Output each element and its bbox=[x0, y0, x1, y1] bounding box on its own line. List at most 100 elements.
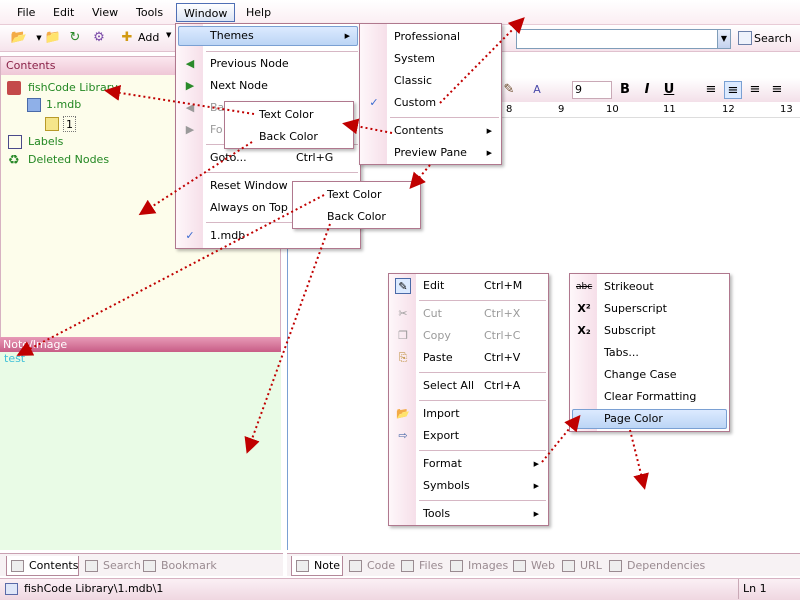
menu-item-change-case[interactable]: Change Case bbox=[604, 368, 677, 381]
menu-item-export[interactable]: ⇨Export bbox=[391, 426, 546, 446]
align-right-icon[interactable]: ≡ bbox=[771, 82, 783, 97]
tab-images[interactable]: Images bbox=[446, 556, 508, 576]
menu-item-tools[interactable]: Tools▶ bbox=[423, 507, 539, 520]
add-dropdown-icon[interactable]: ▼ bbox=[166, 31, 172, 39]
menu-item-1mdb[interactable]: ✓1.mdb bbox=[178, 226, 358, 246]
italic-icon[interactable]: I bbox=[644, 82, 650, 97]
tab-files[interactable]: Files bbox=[397, 556, 443, 576]
tab-contents[interactable]: Contents bbox=[6, 556, 79, 576]
labels-icon bbox=[8, 135, 22, 149]
tab-bookmark[interactable]: Bookmark bbox=[139, 556, 217, 576]
tab-web[interactable]: Web bbox=[509, 556, 555, 576]
tab-dependencies[interactable]: Dependencies bbox=[605, 556, 705, 576]
settings-icon[interactable]: ⚙ bbox=[93, 30, 105, 45]
list-icon[interactable]: ≡ bbox=[705, 82, 717, 97]
arrow-contents-to-textcolor bbox=[342, 118, 393, 135]
menu-item-next-node[interactable]: ▶Next Node bbox=[178, 76, 358, 96]
open-folder-icon[interactable]: 📂 bbox=[10, 30, 28, 45]
menu-item-format[interactable]: Format▶ bbox=[423, 457, 539, 470]
tree-item-node[interactable]: 1 bbox=[63, 116, 76, 132]
superscript-icon: X² bbox=[577, 302, 591, 315]
tree-item-labels[interactable]: Labels bbox=[28, 135, 64, 148]
menu-item-back-color[interactable]: Back Color bbox=[327, 210, 386, 223]
menu-item-themes[interactable]: Themes▶ bbox=[178, 26, 358, 46]
menu-item-reset-window[interactable]: Reset Window La bbox=[210, 179, 304, 192]
right-tabs: Note Code Files Images Web URL Dependenc… bbox=[287, 553, 800, 576]
arrow-format-to-pagecolor bbox=[541, 414, 581, 463]
menu-item-forward[interactable]: ▶Fo bbox=[178, 120, 358, 140]
menu-item-preview-pane[interactable]: Preview Pane▶ bbox=[394, 146, 492, 159]
menu-edit[interactable]: Edit bbox=[53, 6, 75, 19]
menu-item-text-color[interactable]: Text Color bbox=[327, 188, 382, 201]
font-color-icon[interactable]: A bbox=[533, 83, 541, 96]
database-icon bbox=[27, 98, 41, 112]
menu-item-import[interactable]: 📂Import bbox=[396, 407, 460, 420]
align-left-icon[interactable]: ≡ bbox=[724, 81, 742, 99]
menu-item-tabs[interactable]: Tabs... bbox=[604, 346, 639, 359]
contents-tab-icon bbox=[11, 560, 24, 572]
previous-icon: ◀ bbox=[185, 57, 195, 70]
menu-item-always-on-top[interactable]: Always on Top bbox=[210, 201, 288, 214]
menu-item-text-color[interactable]: Text Color bbox=[259, 108, 314, 121]
status-icon bbox=[5, 583, 18, 595]
folder-icon[interactable]: 📁 bbox=[44, 30, 62, 45]
menu-item-clear-formatting[interactable]: Clear Formatting bbox=[604, 390, 697, 403]
menu-item-goto[interactable]: Goto...Ctrl+G bbox=[210, 151, 334, 164]
preview-color-menu: Text Color Back Color bbox=[292, 181, 421, 229]
menu-item-classic[interactable]: Classic bbox=[394, 74, 433, 87]
tree-item-deleted[interactable]: Deleted Nodes bbox=[28, 153, 110, 166]
menu-item-previous-node[interactable]: ◀Previous Node bbox=[178, 54, 358, 74]
menu-item-back-color[interactable]: Back Color bbox=[259, 130, 318, 143]
chevron-down-icon[interactable]: ▼ bbox=[36, 34, 42, 42]
themes-menu: Professional System Classic ✓Custom Cont… bbox=[359, 23, 502, 165]
tab-code[interactable]: Code bbox=[345, 556, 395, 576]
refresh-icon[interactable]: ↻ bbox=[69, 30, 81, 45]
arrow-custom-to-titlebar bbox=[439, 17, 525, 104]
search-dropdown-icon[interactable]: ▼ bbox=[717, 29, 731, 49]
tree-item-library[interactable]: fishCode Library bbox=[28, 81, 118, 94]
menu-item-page-color[interactable]: Page Color bbox=[572, 409, 727, 429]
tab-note[interactable]: Note bbox=[291, 556, 343, 576]
tab-search[interactable]: Search bbox=[81, 556, 141, 576]
tree-item-database[interactable]: 1.mdb bbox=[46, 98, 82, 111]
search-button[interactable]: Search bbox=[754, 32, 792, 45]
edit-icon: ✎ bbox=[395, 278, 411, 294]
menu-item-professional[interactable]: Professional bbox=[394, 30, 461, 43]
font-size-select[interactable]: 9 bbox=[572, 81, 612, 99]
ruler-mark: 9 bbox=[558, 104, 565, 115]
menu-item-contents[interactable]: Contents▶ bbox=[394, 124, 492, 137]
menu-item-symbols[interactable]: Symbols▶ bbox=[423, 479, 539, 492]
note-body[interactable]: test bbox=[0, 352, 281, 550]
menu-help[interactable]: Help bbox=[246, 6, 272, 19]
tab-url[interactable]: URL bbox=[558, 556, 602, 576]
paint-icon[interactable]: ✎ bbox=[503, 82, 515, 97]
ruler-mark: 11 bbox=[663, 104, 676, 115]
menu-window[interactable]: Window bbox=[176, 3, 236, 22]
copy-icon: ❐ bbox=[398, 329, 408, 342]
align-center-icon[interactable]: ≡ bbox=[749, 82, 761, 97]
add-icon[interactable]: ✚ bbox=[121, 30, 133, 45]
arrow-textcolor-to-note bbox=[16, 194, 325, 356]
arrow-backcolor-to-notebody bbox=[244, 223, 331, 454]
contents-color-menu: Text Color Back Color bbox=[224, 101, 354, 149]
menu-item-system[interactable]: System bbox=[394, 52, 436, 65]
menu-file[interactable]: File bbox=[17, 6, 36, 19]
arrow-textcolor-to-library bbox=[104, 84, 255, 115]
menu-view[interactable]: View bbox=[92, 6, 119, 19]
menu-item-back[interactable]: ◀Ba bbox=[178, 98, 358, 118]
underline-icon[interactable]: U bbox=[663, 82, 675, 97]
bold-icon[interactable]: B bbox=[620, 82, 630, 97]
menu-tools[interactable]: Tools bbox=[136, 6, 164, 19]
add-button[interactable]: Add bbox=[138, 31, 160, 44]
search-icon[interactable] bbox=[738, 31, 752, 45]
menu-item-custom[interactable]: ✓Custom bbox=[362, 93, 499, 113]
